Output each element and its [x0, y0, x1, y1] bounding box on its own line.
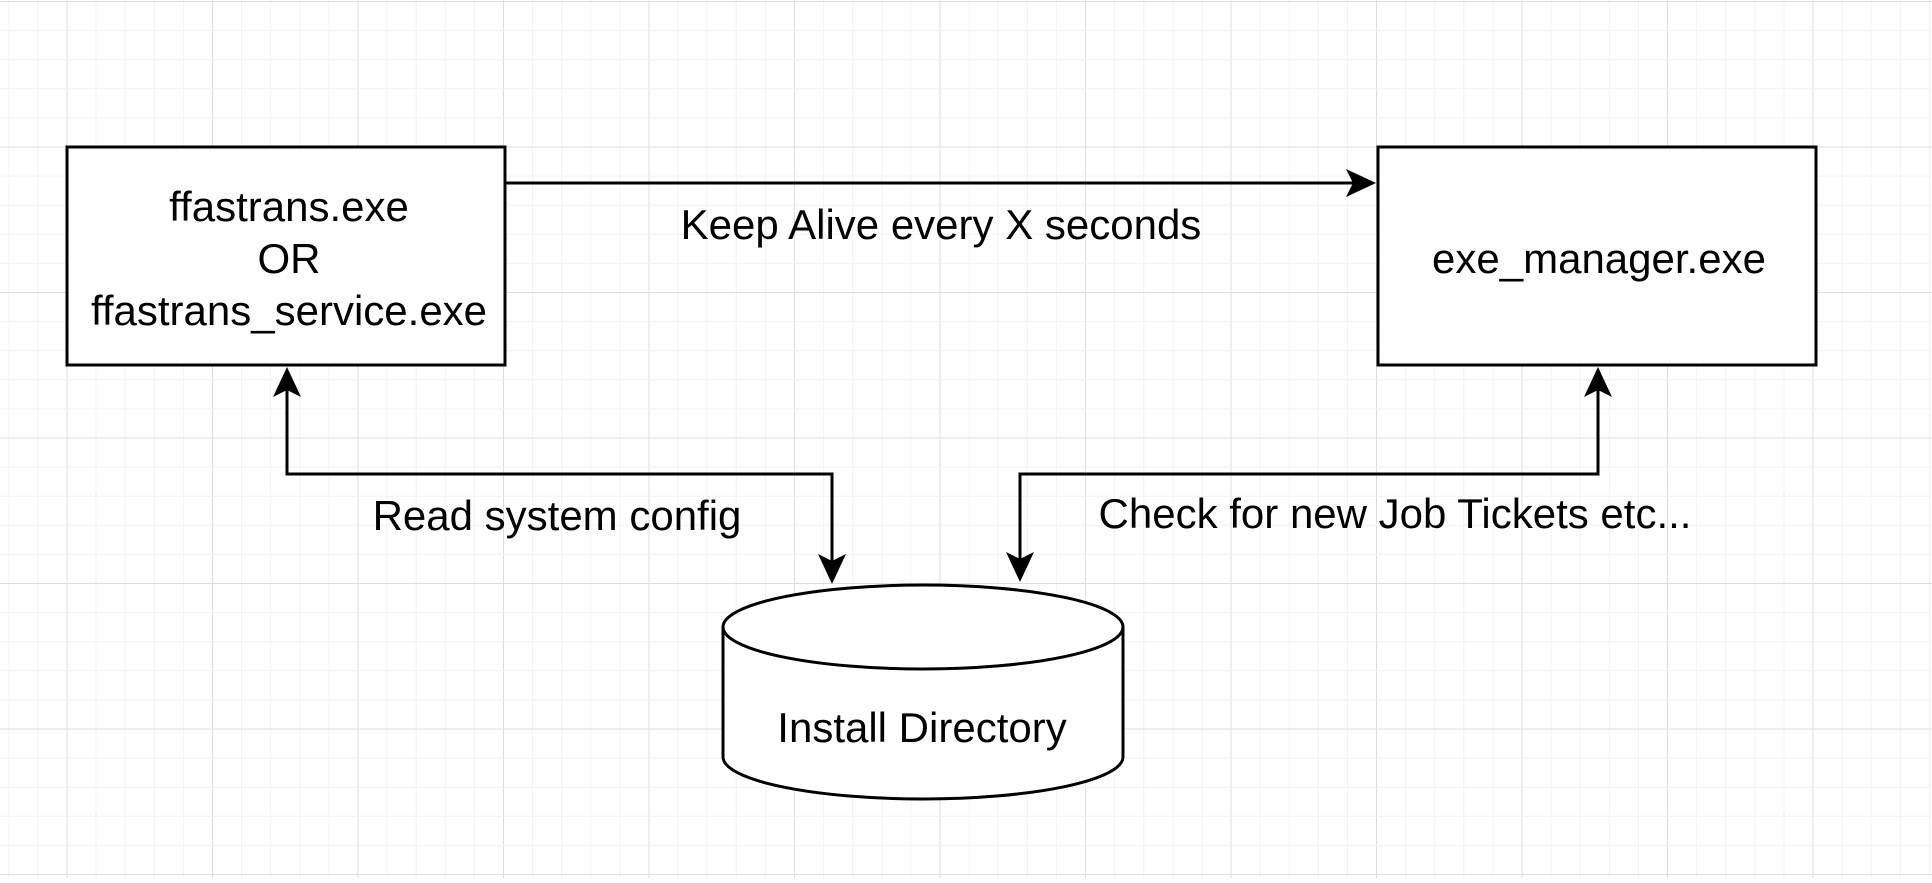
edge-keep-alive[interactable] — [505, 169, 1376, 197]
node-ffastrans[interactable]: ffastrans.exe OR ffastrans_service.exe — [65, 145, 507, 367]
edge-check-tickets-arrowhead-up — [1584, 367, 1612, 397]
node-ffastrans-line-1: ffastrans.exe — [169, 183, 409, 230]
node-exe-manager-label: exe_manager.exe — [1432, 235, 1766, 282]
node-exe-manager[interactable]: exe_manager.exe — [1376, 145, 1818, 367]
node-exe-manager-box[interactable] — [1376, 145, 1818, 367]
edge-keep-alive-arrowhead — [1346, 169, 1376, 197]
edge-check-tickets-line[interactable] — [1018, 388, 1600, 561]
edge-keep-alive-label: Keep Alive every X seconds — [681, 201, 1202, 248]
edge-read-config-line[interactable] — [285, 388, 834, 563]
edge-check-tickets-arrowhead-down — [1006, 552, 1034, 582]
node-ffastrans-box[interactable] — [65, 145, 507, 367]
node-install-directory-body[interactable] — [721, 583, 1125, 801]
edge-read-config-arrowhead-down — [818, 554, 846, 584]
edge-read-config[interactable] — [273, 367, 846, 584]
edge-read-config-arrowhead-up — [273, 367, 301, 397]
edge-check-tickets[interactable] — [1006, 367, 1612, 582]
node-ffastrans-line-2: OR — [258, 235, 321, 282]
node-install-directory-label: Install Directory — [777, 704, 1066, 751]
node-install-directory[interactable]: Install Directory — [721, 583, 1125, 801]
edge-read-config-label: Read system config — [373, 492, 742, 539]
edge-check-tickets-label: Check for new Job Tickets etc... — [1099, 490, 1692, 537]
node-install-directory-rim — [721, 626, 1125, 671]
node-ffastrans-line-3: ffastrans_service.exe — [91, 287, 487, 334]
